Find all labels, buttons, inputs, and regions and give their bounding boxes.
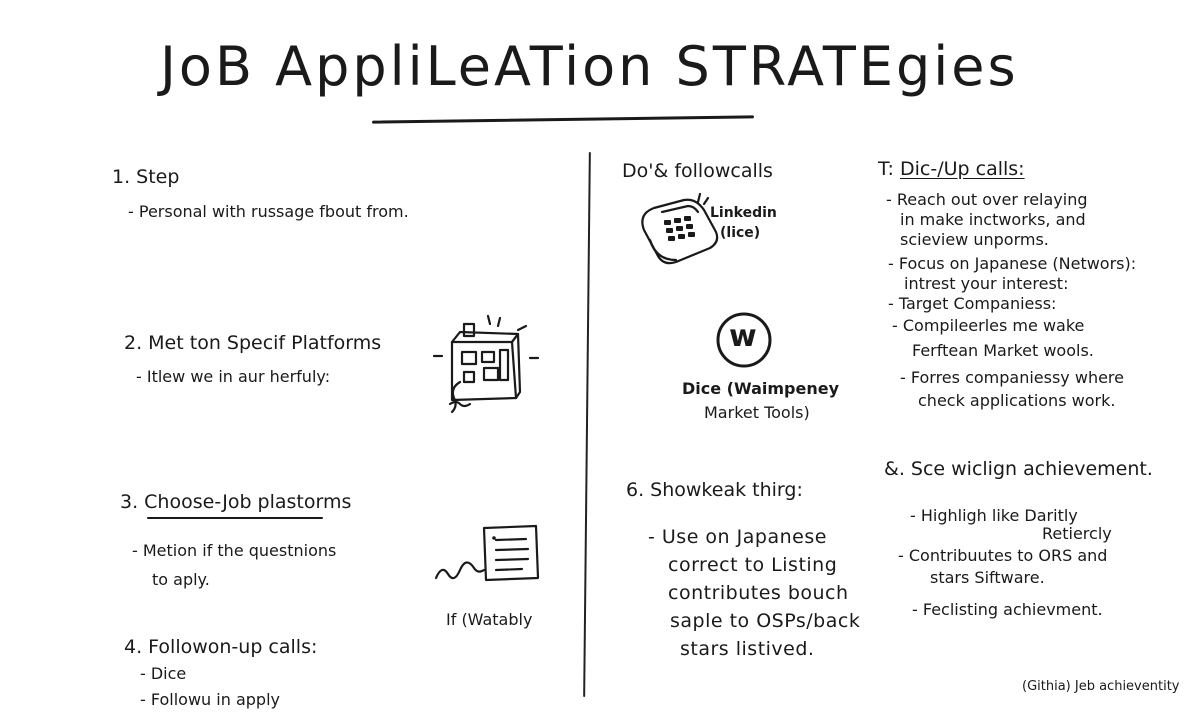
t-line-1: - Reach out over relaying [886,190,1088,209]
step-4-line-2: - Followu in apply [140,690,280,709]
e-heading: &. Sce wiclign achievement. [884,458,1153,480]
linkedin-label-2: (lice) [720,225,761,241]
step-4-line-1: - Dice [140,664,187,683]
step-6-line-5: stars listived. [680,638,815,660]
step-6-line-2: correct to Listing [668,554,838,576]
middle-heading: Do'& followcalls [622,160,773,182]
step-1-heading: 1. Step [112,166,180,188]
linkedin-label-1: Linkedin [710,205,777,221]
t-line-2: in make inctworks, and [900,210,1086,229]
step-3-underline [147,517,323,519]
step-2-line: - Itlew we in aur herfuly: [136,367,331,386]
t-line-3: scieview unporms. [900,230,1049,249]
if-label: If (Watably [446,610,533,629]
step-6-line-1: - Use on Japanese [648,526,827,548]
t-heading-prefix: T: [878,158,894,180]
t-heading-link: Dic-/Up calls: [900,158,1025,180]
e-line-5: - Feclisting achievment. [912,600,1103,619]
t-line-10: check applications work. [918,391,1116,410]
e-line-4: stars Siftware. [930,568,1045,587]
t-line-8: Ferftean Market wools. [912,341,1094,360]
t-line-9: - Forres companiessy where [900,368,1124,387]
step-6-line-4: saple to OSPs/back [670,610,861,632]
phone-icon [641,192,719,265]
page-title: JoB AppliLeATion STRATEgies [160,35,1019,98]
title-underline [371,115,755,124]
e-line-1: - Highligh like Daritly [910,506,1078,525]
step-2-heading: 2. Met ton Specif Platforms [124,332,382,354]
dice-logo-icon [716,312,772,368]
step-3-line-2: to aply. [152,570,210,589]
document-squiggle-icon [434,524,540,582]
t-line-4: - Focus on Japanese (Networs): [888,254,1137,273]
step-3-line-1: - Metion if the questnions [132,541,337,560]
e-line-2: Retiercly [1042,524,1112,543]
dice-label-1: Dice (Waimpeney [682,379,839,398]
t-line-5: intrest your interest: [904,274,1069,293]
t-line-7: - Compileerles me wake [892,316,1085,335]
dice-logo-glyph: w [729,319,757,354]
e-line-3: - Contribuutes to ORS and [898,546,1108,565]
step-6-heading: 6. Showkeak thirg: [626,479,803,501]
step-6-line-3: contributes bouch [668,582,849,604]
platform-building-icon [432,314,540,414]
column-divider [583,152,591,697]
footer-credit: (Githia) Jeb achieventity [1022,679,1180,694]
step-3-heading: 3. Choose-Job plastorms [120,491,352,513]
dice-label-2: Market Tools) [704,403,810,422]
t-line-6: - Target Companiess: [888,294,1057,313]
step-4-heading: 4. Followon-up calls: [124,636,318,658]
step-1-line: - Personal with russage fbout from. [128,202,409,221]
